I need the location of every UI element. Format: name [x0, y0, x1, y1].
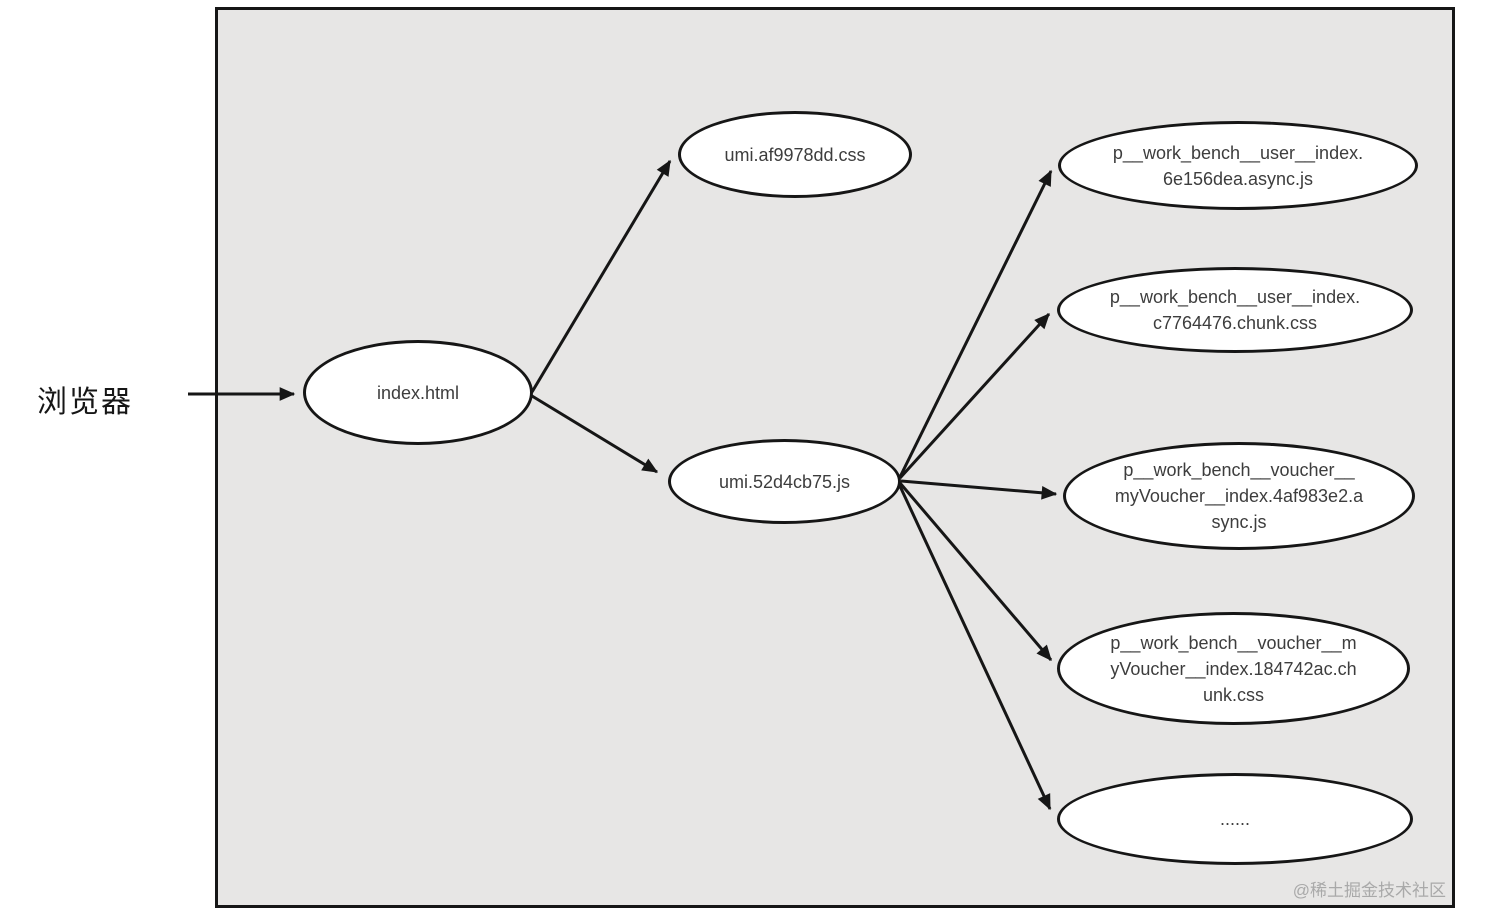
- node-umi-css: umi.af9978dd.css: [678, 111, 912, 198]
- node-voucher-async-js: p__work_bench__voucher__ myVoucher__inde…: [1063, 442, 1415, 550]
- node-label-line: p__work_bench__voucher__m: [1110, 632, 1357, 653]
- edge-umi-js-to-voucher-chunk-css: [898, 482, 1053, 661]
- node-umi-js: umi.52d4cb75.js: [668, 439, 901, 524]
- node-label-line: yVoucher__index.184742ac.ch: [1110, 658, 1357, 679]
- edge-umi-js-to-user-async-js: [898, 169, 1053, 478]
- node-user-async-js: p__work_bench__user__index. 6e156dea.asy…: [1058, 121, 1418, 210]
- browser-label: 浏览器: [37, 386, 133, 419]
- node-label: index.html: [376, 382, 460, 403]
- node-more: ......: [1057, 773, 1413, 865]
- node-label-line: sync.js: [1211, 512, 1267, 532]
- node-label-line: p__work_bench__user__index.: [1112, 142, 1364, 163]
- node-label: ......: [1219, 809, 1250, 829]
- node-label-line: p__work_bench__user__index.: [1109, 287, 1361, 307]
- edge-umi-js-to-voucher-async-js: [900, 479, 1058, 500]
- node-voucher-chunk-css: p__work_bench__voucher__m yVoucher__inde…: [1057, 612, 1410, 725]
- node-user-chunk-css: p__work_bench__user__index. c7764476.chu…: [1057, 267, 1413, 353]
- edge-index-html-to-umi-js: [531, 394, 659, 474]
- edge-umi-js-to-more: [897, 483, 1052, 811]
- node-label-line: myVoucher__index.4af983e2.a: [1114, 486, 1364, 506]
- node-label: umi.52d4cb75.js: [718, 471, 851, 492]
- node-label-line: 6e156dea.async.js: [1162, 168, 1314, 189]
- node-label-line: p__work_bench__voucher__: [1123, 460, 1355, 480]
- node-label-line: unk.css: [1202, 684, 1265, 705]
- node-index-html: index.html: [303, 340, 533, 445]
- edge-umi-js-to-user-chunk-css: [898, 312, 1051, 480]
- edge-index-html-to-umi-css: [530, 159, 672, 393]
- node-label: umi.af9978dd.css: [724, 144, 866, 165]
- node-label-line: c7764476.chunk.css: [1152, 313, 1318, 333]
- watermark: @稀土掘金技术社区: [1292, 881, 1446, 900]
